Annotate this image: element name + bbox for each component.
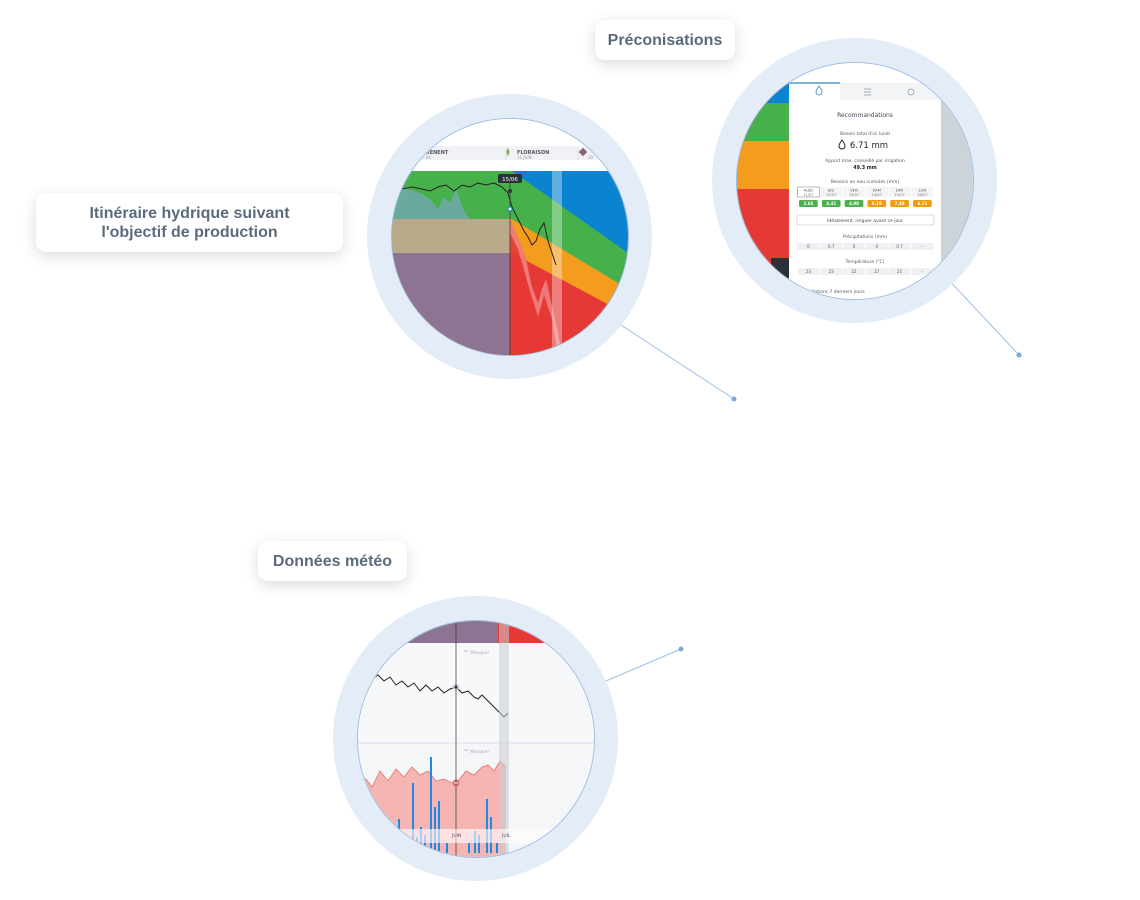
day-date: 14/07 (872, 193, 882, 197)
value-text: 23 (806, 269, 812, 274)
preconisations-text: Préconisations (607, 31, 723, 49)
chevron-down-icon[interactable] (463, 649, 469, 653)
value-cell (843, 243, 865, 250)
day-date: 16/07 (917, 193, 927, 197)
value-cell (911, 243, 934, 250)
itineraire-text-line2: l'objectif de production (101, 223, 278, 241)
recommendations-panel: Recommandations Besoin total d'ici lundi… (737, 63, 973, 299)
value-cell (865, 243, 888, 250)
mask-label-bottom[interactable]: Masquer (470, 749, 489, 755)
day-value: 4.41 (826, 201, 836, 206)
cumul-label: Besoins en eau cumulés (mm) (831, 178, 900, 185)
value-cell (888, 268, 911, 275)
value-cell (911, 268, 934, 275)
need-value: 6.71 mm (850, 141, 888, 151)
day-value: 2.65 (803, 201, 813, 206)
precip-label: Précipitations (mm) (843, 233, 887, 240)
temp-row: 23 23 22 27 21 - (797, 268, 934, 275)
value-text: 0.7 (828, 244, 835, 249)
precip-row: 0 0.7 0 0 0.7 - (797, 243, 934, 250)
tab-list-icon[interactable] (864, 88, 871, 96)
day-value-badge (867, 200, 887, 207)
last7-label: ...itations 7 derniers jours (807, 289, 865, 295)
value-cell (820, 243, 843, 250)
day-date: 15/07 (894, 193, 904, 197)
day-date: 12/07 (826, 193, 836, 197)
value-text: 22 (851, 269, 857, 274)
day-name: VEN (850, 188, 858, 193)
value-text: 23 (829, 269, 835, 274)
stage-left-label: RRENENT (422, 150, 449, 156)
tab-water-icon[interactable] (815, 85, 823, 96)
value-cell (797, 268, 820, 275)
day-name: AUJD (804, 188, 813, 193)
max-value: 49.3 mm (853, 165, 877, 171)
value-cell (888, 243, 911, 250)
day-value: 7.48 (895, 201, 905, 206)
axis-label-june: JUIN (451, 833, 461, 839)
preconisations-label: Préconisations (595, 20, 735, 60)
stage-right-sub: 11 JUIN (517, 155, 532, 160)
panel-title: Recommandations (837, 112, 893, 119)
day-name: LUN (919, 188, 927, 193)
recommendations-lens: Recommandations Besoin total d'ici lundi… (736, 62, 974, 300)
value-text: 21 (897, 269, 903, 274)
day-date: 13/07 (849, 193, 859, 197)
flower-stage-icon (506, 148, 510, 156)
temp-label: Température (°C) (845, 258, 885, 265)
value-text: 27 (874, 269, 880, 274)
day-value-badge (913, 200, 932, 207)
day-value: 4.98 (849, 201, 859, 206)
stage-right-label: FLORAISON (517, 150, 549, 156)
meteo-text: Données météo (272, 552, 393, 570)
value-text: 0 (853, 244, 856, 249)
value-text: 0 (876, 244, 879, 249)
weather-lens: Masquer Masquer (357, 620, 595, 858)
day-name: DIM (896, 188, 903, 193)
day-value-badge (821, 200, 841, 207)
value-text: 0.7 (896, 244, 903, 249)
axis-label-july: JUIL (501, 833, 511, 839)
value-text: - (922, 269, 924, 274)
value-cell (843, 268, 865, 275)
meteo-label: Données météo (258, 541, 407, 581)
day-value-badge (799, 200, 818, 207)
value-text: 0 (807, 244, 810, 249)
stage-left-sub: ...04 (422, 155, 431, 160)
stage-far-sub: 20 (588, 155, 594, 160)
max-label: Apport max. conseillé par irrigation (825, 157, 905, 164)
weather-chart: Masquer Masquer (358, 621, 594, 857)
day-value-badge (890, 200, 909, 207)
date-marker: 15/06 (502, 177, 518, 183)
day-value: 6.19 (872, 201, 882, 206)
water-drop-icon (838, 139, 846, 150)
itineraire-text-line1: Itinéraire hydrique suivant (89, 204, 290, 222)
value-text: - (922, 244, 924, 249)
water-itinerary-lens: RRENENT ...04 FLORAISON 11 JUIN 20 15/06 (391, 118, 629, 356)
need-label: Besoin total d'ici lundi (840, 131, 890, 137)
advice-button[interactable] (796, 214, 935, 226)
value-cell (797, 243, 820, 250)
chevron-down-icon[interactable] (463, 748, 469, 752)
day-value-badge (844, 200, 864, 207)
day-date: 11/07 (803, 193, 813, 197)
advice-button-label: Idéalement, irriguer avant ce jour (827, 217, 903, 224)
value-cell (865, 268, 888, 275)
mask-label-top[interactable]: Masquer (470, 650, 489, 656)
itineraire-label: Itinéraire hydrique suivant l'objectif d… (36, 193, 343, 252)
tab-settings-icon[interactable] (907, 88, 915, 96)
day-name: JEU (827, 188, 835, 193)
day-name: SAM (873, 188, 881, 193)
day-value: 6.71 (917, 201, 927, 206)
value-cell (820, 268, 843, 275)
water-itinerary-chart: RRENENT ...04 FLORAISON 11 JUIN 20 15/06 (392, 119, 628, 355)
